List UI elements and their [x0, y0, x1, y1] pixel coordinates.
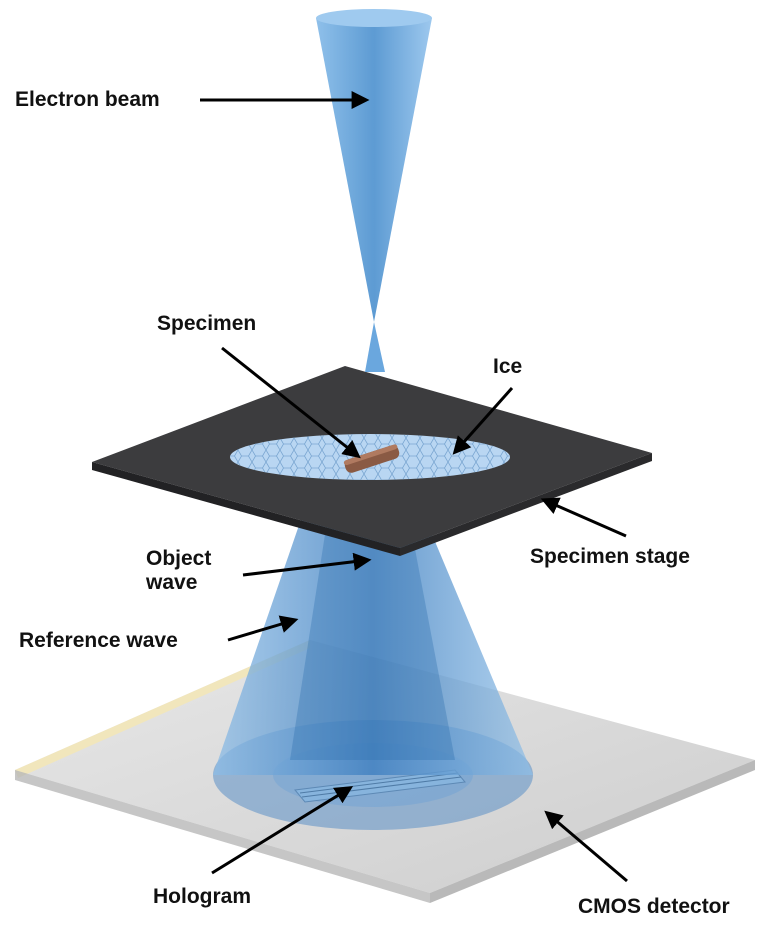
hologram-label: Hologram — [153, 885, 252, 908]
cmos-detector-arrow — [544, 810, 628, 883]
electron-beam-label: Electron beam — [15, 88, 160, 111]
hologram-arrow — [211, 786, 354, 875]
beam-source-cap — [316, 9, 432, 27]
beam-crossover — [365, 322, 385, 372]
lower-beam-cone — [213, 470, 533, 775]
ice-label: Ice — [493, 355, 523, 378]
specimen-label: Specimen — [157, 312, 257, 335]
object-wave-label: Object wave — [146, 547, 212, 595]
reference-wave-label: Reference wave — [19, 629, 178, 652]
object-wave-arrow — [242, 552, 372, 577]
reference-wave-arrow — [227, 615, 299, 642]
specimen-stage-label: Specimen stage — [530, 545, 690, 568]
cmos-detector-label: CMOS detector — [578, 895, 730, 918]
specimen-rod — [343, 444, 400, 473]
ice-arrow — [452, 387, 514, 455]
upper-beam-cone — [316, 18, 432, 322]
specimen-stage-arrow — [540, 497, 627, 538]
specimen-arrow — [221, 346, 361, 459]
